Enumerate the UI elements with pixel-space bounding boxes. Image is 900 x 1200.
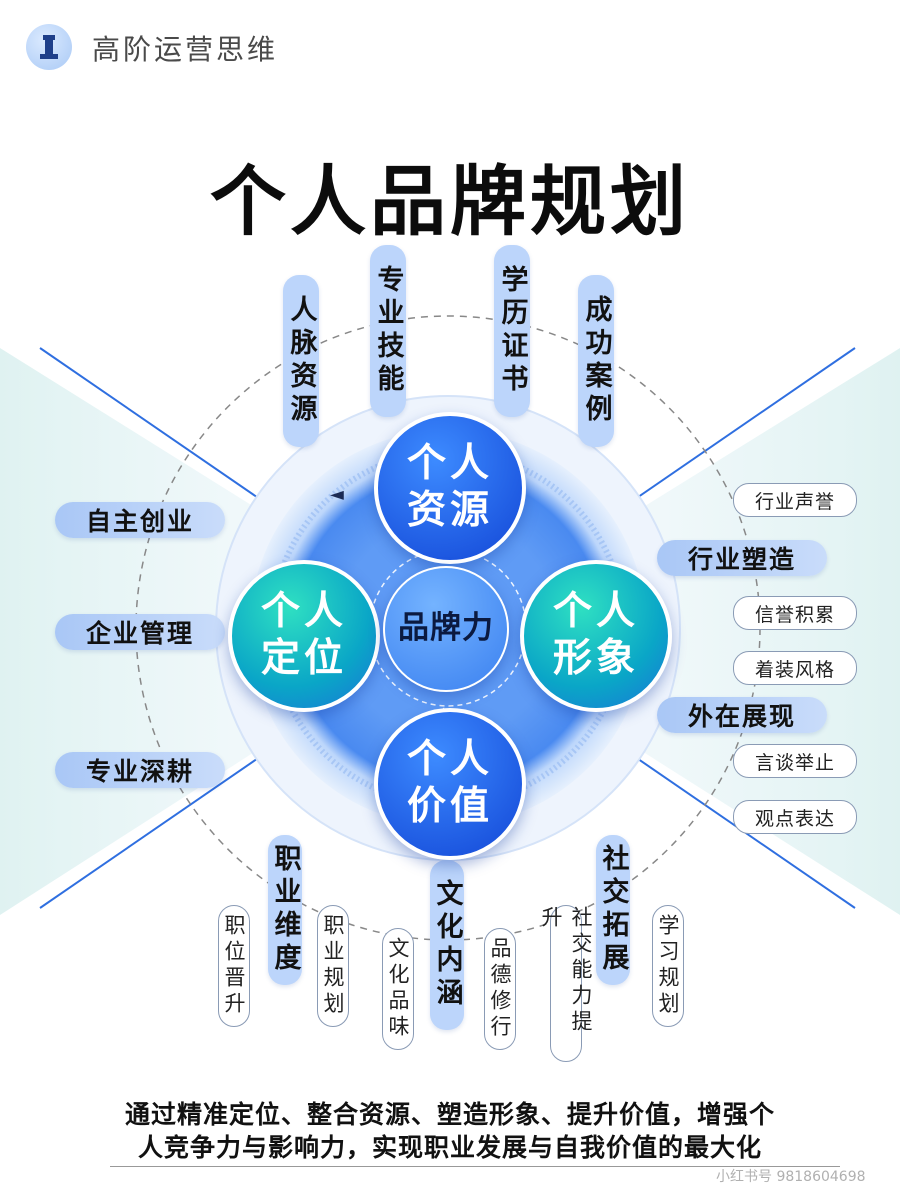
pill-job-promotion: 职位晋升 — [218, 905, 250, 1027]
brand-logo-icon — [26, 24, 72, 70]
pill-professional-deepening: 专业深耕 — [55, 752, 225, 788]
node-personal-resources: 个人 资源 — [374, 412, 526, 564]
pill-credit-accumulation: 信誉积累 — [733, 596, 857, 630]
pill-network-resources: 人脉资源 — [283, 275, 319, 447]
pill-social-expansion: 社交拓展 — [596, 835, 630, 985]
pill-speech-manner: 言谈举止 — [733, 744, 857, 778]
pill-moral-cultivation: 品德修行 — [484, 928, 516, 1050]
pill-industry-shaping: 行业塑造 — [657, 540, 827, 576]
footer-line-2: 人竞争力与影响力，实现职业发展与自我价值的最大化 — [137, 1133, 762, 1162]
pill-success-cases: 成功案例 — [578, 275, 614, 447]
node-personal-positioning: 个人 定位 — [228, 560, 380, 712]
pill-industry-reputation: 行业声誉 — [733, 483, 857, 517]
footer-divider — [110, 1166, 840, 1167]
watermark: 小红书号 9818604698 — [716, 1169, 866, 1185]
pill-dress-style: 着装风格 — [733, 651, 857, 685]
pill-enterprise-management: 企业管理 — [55, 614, 225, 650]
pill-education-certificates: 学历证书 — [494, 245, 530, 417]
footer-line-1: 通过精准定位、整合资源、塑造形象、提升价值，增强个 — [124, 1100, 775, 1129]
svg-text:◄: ◄ — [330, 484, 344, 505]
pill-study-planning: 学习规划 — [652, 905, 684, 1027]
pill-external-presentation: 外在展现 — [657, 697, 827, 733]
pill-cultural-connotation: 文化内涵 — [430, 860, 464, 1030]
brand-name: 高阶运营思维 — [92, 33, 279, 66]
pill-career-dimension: 职业维度 — [268, 835, 302, 985]
pill-career-planning: 职业规划 — [317, 905, 349, 1027]
node-personal-image: 个人 形象 — [520, 560, 672, 712]
footer-summary: 通过精准定位、整合资源、塑造形象、提升价值，增强个 人竞争力与影响力，实现职业发… — [0, 1098, 900, 1164]
node-personal-value: 个人 价值 — [374, 708, 526, 860]
pill-professional-skills: 专业技能 — [370, 245, 406, 417]
page-title: 个人品牌规划 — [210, 157, 690, 246]
pill-cultural-taste: 文化品味 — [382, 928, 414, 1050]
pill-social-ability: 社交能力提升 — [539, 905, 593, 1062]
center-brand-power: 品牌力 — [383, 566, 509, 692]
pill-entrepreneurship: 自主创业 — [55, 502, 225, 538]
pill-viewpoint-expression: 观点表达 — [733, 800, 857, 834]
